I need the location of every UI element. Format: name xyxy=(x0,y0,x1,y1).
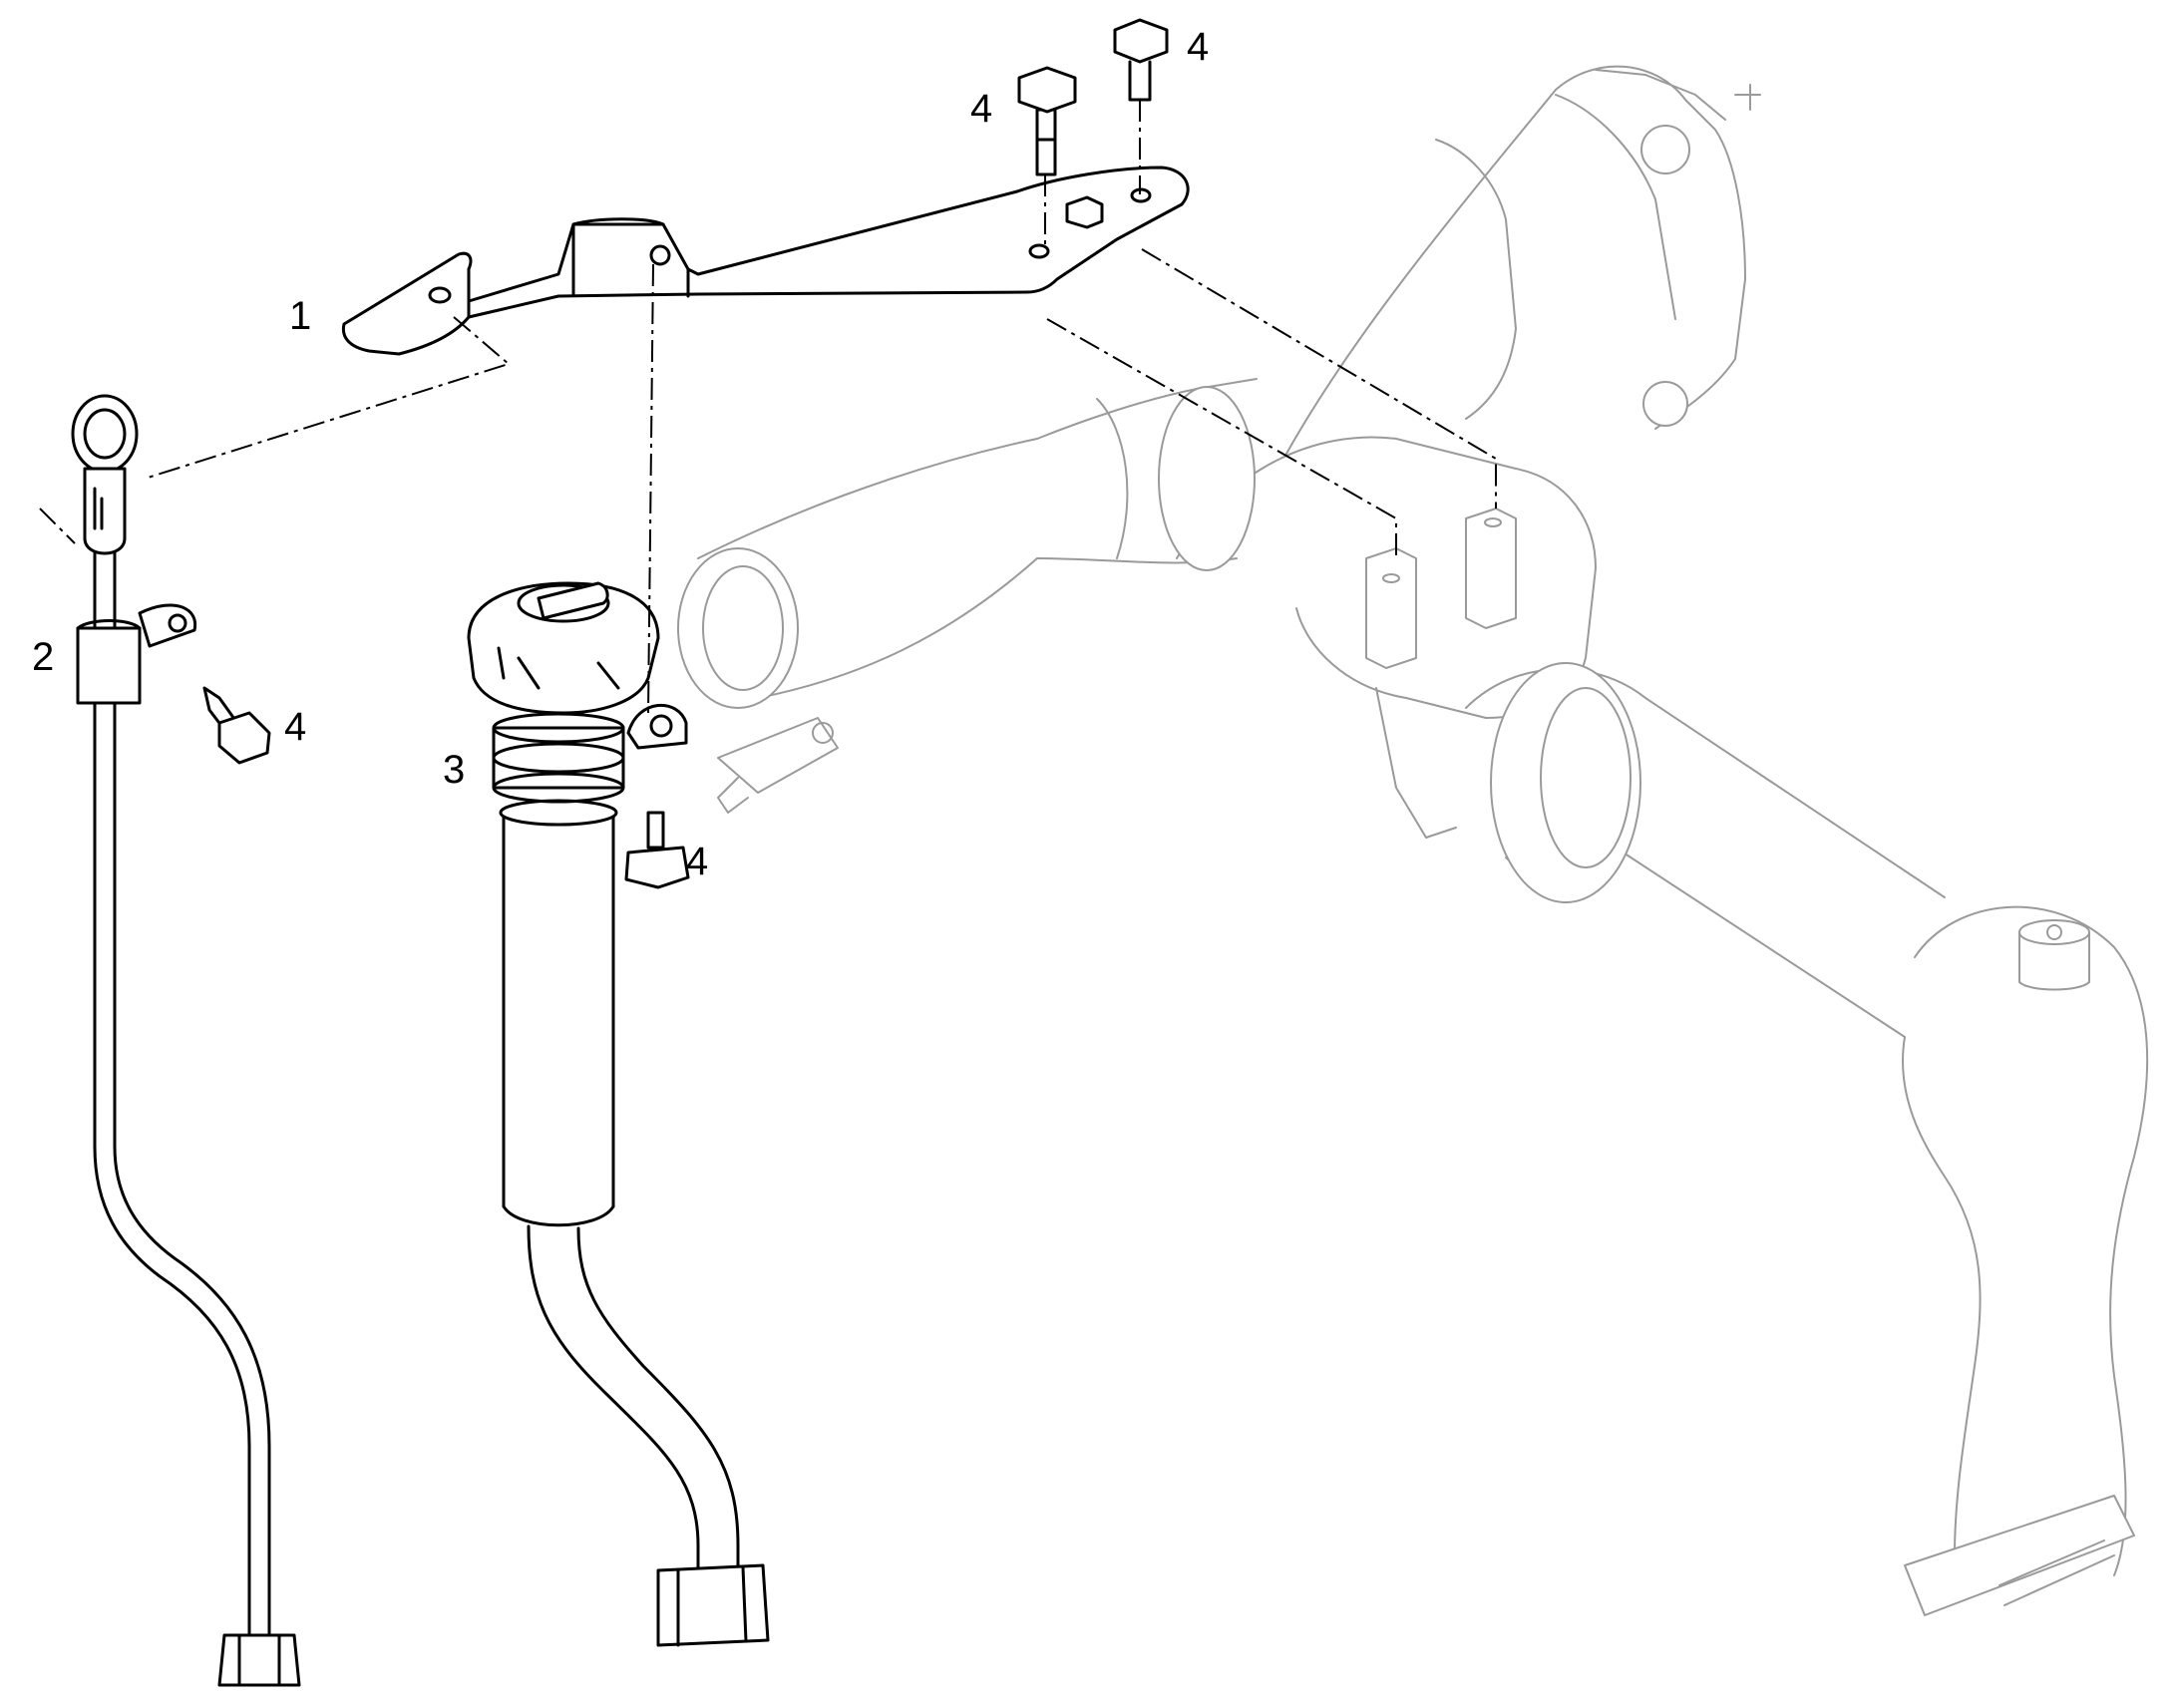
bracket-part xyxy=(341,166,1190,356)
callout-1: 1 xyxy=(289,294,311,338)
callout-3: 3 xyxy=(443,748,465,792)
leader-lines xyxy=(39,100,1497,714)
callout-4-bracket-bolt-right: 4 xyxy=(1187,25,1209,69)
callout-4-filler-bolt: 4 xyxy=(686,840,708,883)
callout-4-bracket-bolt-left: 4 xyxy=(970,87,992,131)
callout-4-dipstick-bolt: 4 xyxy=(284,705,306,749)
callout-labels: 1 2 3 4 4 4 4 xyxy=(32,25,1209,883)
exhaust-manifold-context xyxy=(677,65,2149,1616)
dipstick-part xyxy=(71,394,301,1687)
callout-2: 2 xyxy=(32,635,54,679)
oil-filler-tube-part xyxy=(467,581,770,1647)
bolt-part xyxy=(202,18,1169,889)
